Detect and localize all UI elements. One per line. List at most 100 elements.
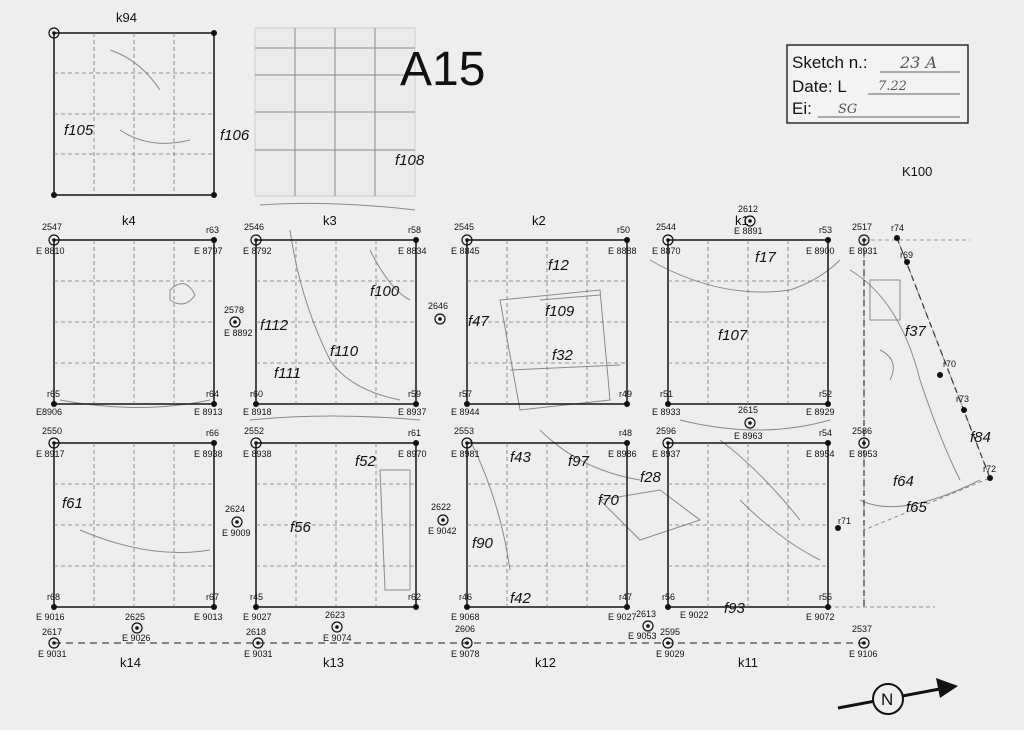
svg-text:r74: r74 [891,223,904,233]
svg-text:f32: f32 [552,347,574,364]
svg-text:f61: f61 [62,495,83,512]
svg-text:r55: r55 [819,592,832,602]
svg-text:r54: r54 [819,428,832,438]
svg-text:r68: r68 [47,592,60,602]
svg-text:f105: f105 [64,122,94,139]
svg-text:E 9074: E 9074 [323,633,352,643]
svg-text:f106: f106 [220,127,250,144]
svg-text:E 8810: E 8810 [36,246,65,256]
svg-text:E 8938: E 8938 [243,449,272,459]
svg-text:r59: r59 [408,389,421,399]
svg-text:E 8792: E 8792 [243,246,272,256]
svg-text:f43: f43 [510,449,532,466]
ei-label: Ei: [792,99,812,118]
svg-text:E 9072: E 9072 [806,612,835,622]
svg-text:r70: r70 [943,359,956,369]
svg-text:r46: r46 [459,592,472,602]
svg-text:f90: f90 [472,535,494,552]
svg-text:E 9068: E 9068 [451,612,480,622]
svg-text:r52: r52 [819,389,832,399]
square-k94 [53,32,215,196]
svg-text:E 8845: E 8845 [451,246,480,256]
svg-text:E 9016: E 9016 [36,612,65,622]
sector-label-k11: k11 [738,655,758,670]
svg-text:E 9106: E 9106 [849,649,878,659]
sketch-number-label: Sketch n.: [792,53,868,72]
station-2617: 2617 [42,627,62,637]
svg-text:f107: f107 [718,327,748,344]
svg-text:r45: r45 [250,592,263,602]
station-2546: 2546 [244,222,264,232]
station-2618: 2618 [246,627,266,637]
sector-label-k13: k13 [323,655,344,670]
svg-text:f84: f84 [970,429,991,446]
svg-text:r56: r56 [662,592,675,602]
station-2596: 2596 [656,426,676,436]
station-2547: 2547 [42,222,62,232]
svg-text:E 9026: E 9026 [122,633,151,643]
elevation-readings: E 8810 E 8797 E 8792 E 8834 E 8845 E 888… [36,226,878,659]
station-2646: 2646 [428,301,448,311]
station-2613: 2613 [636,609,656,619]
station-2622: 2622 [431,502,451,512]
svg-text:E 8970: E 8970 [398,449,427,459]
svg-text:E 9013: E 9013 [194,612,223,622]
svg-text:r66: r66 [206,428,219,438]
svg-text:E 9027: E 9027 [608,612,637,622]
station-2615: 2615 [738,405,758,415]
svg-text:r53: r53 [819,225,832,235]
svg-text:E 9031: E 9031 [244,649,273,659]
svg-text:r69: r69 [900,250,913,260]
svg-text:E 8870: E 8870 [652,246,681,256]
svg-text:E8906: E8906 [36,407,62,417]
sector-label-k100: K100 [902,164,932,179]
svg-text:E 9031: E 9031 [38,649,67,659]
svg-text:r50: r50 [617,225,630,235]
date-value: 7.22 [878,79,907,94]
svg-text:E 8954: E 8954 [806,449,835,459]
svg-text:r58: r58 [408,225,421,235]
svg-text:E 8986: E 8986 [608,449,637,459]
svg-text:f93: f93 [724,600,746,617]
sector-label-k1: k1 [735,213,749,228]
svg-text:r51: r51 [660,389,673,399]
svg-text:r64: r64 [206,389,219,399]
svg-text:r48: r48 [619,428,632,438]
svg-text:E 8937: E 8937 [652,449,681,459]
svg-text:r61: r61 [408,428,421,438]
svg-text:E 8944: E 8944 [451,407,480,417]
square-k2 [466,239,628,405]
svg-text:r71: r71 [838,516,851,526]
station-2623: 2623 [325,610,345,620]
svg-text:f110: f110 [330,343,359,360]
svg-text:E 8913: E 8913 [194,407,223,417]
svg-text:f97: f97 [568,453,590,470]
map-title: A15 [400,43,485,96]
svg-text:f111: f111 [274,365,301,382]
svg-text:r73: r73 [956,394,969,404]
station-2606: 2606 [455,624,475,634]
north-arrow-icon: N [837,678,958,715]
svg-text:r57: r57 [459,389,472,399]
station-2586: 2586 [852,426,872,436]
svg-text:E 9042: E 9042 [428,526,457,536]
date-label: Date: L [792,77,847,96]
svg-text:E 8888: E 8888 [608,246,637,256]
square-k11 [667,442,829,608]
svg-text:r49: r49 [619,389,632,399]
svg-text:E 8891: E 8891 [734,226,763,236]
svg-text:E 9029: E 9029 [656,649,685,659]
svg-text:E 8834: E 8834 [398,246,427,256]
sector-label-k2: k2 [532,213,546,228]
station-2545: 2545 [454,222,474,232]
station-2625: 2625 [125,612,145,622]
pencil-sketch-lines [59,27,981,591]
square-k14 [53,442,215,608]
svg-text:f17: f17 [755,249,777,266]
sector-label-k4: k4 [122,213,136,228]
station-2537: 2537 [852,624,872,634]
svg-text:r67: r67 [206,592,219,602]
svg-text:E 9053: E 9053 [628,631,657,641]
svg-text:f64: f64 [893,473,914,490]
station-2550: 2550 [42,426,62,436]
